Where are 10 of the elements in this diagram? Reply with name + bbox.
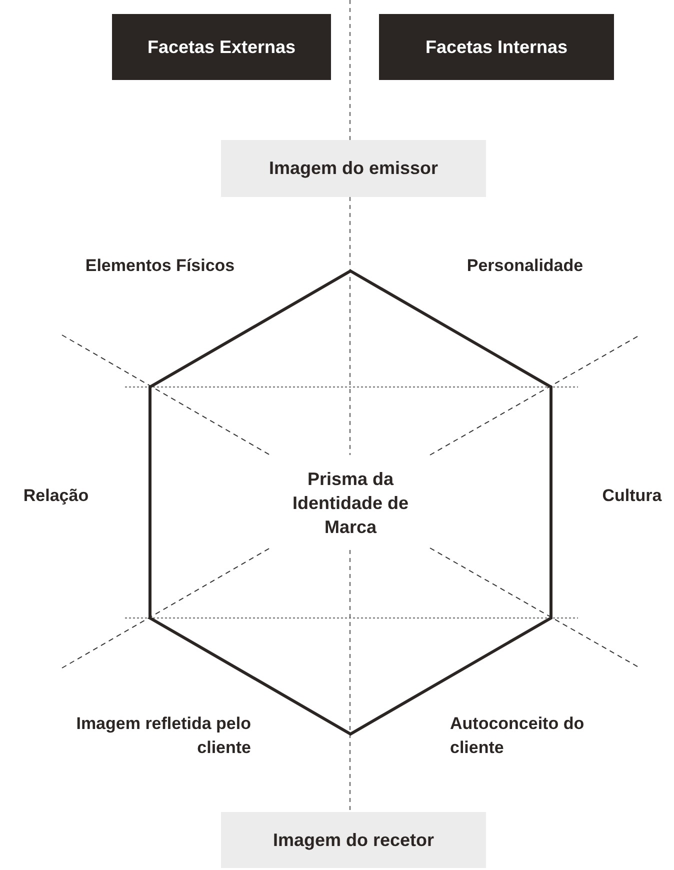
facet-label: Cultura xyxy=(601,485,663,507)
facet-label: Autoconceito do cliente xyxy=(450,713,586,759)
facet-label: Relação xyxy=(22,485,90,507)
facet-label: Elementos Físicos xyxy=(84,255,236,277)
facet-label: Personalidade xyxy=(466,255,584,277)
header-box: Facetas Internas xyxy=(379,14,614,80)
label-box: Imagem do recetor xyxy=(221,812,486,868)
label-box: Imagem do emissor xyxy=(221,140,486,197)
header-box: Facetas Externas xyxy=(112,14,331,80)
facet-label: Imagem refletida pelo cliente xyxy=(75,713,251,759)
